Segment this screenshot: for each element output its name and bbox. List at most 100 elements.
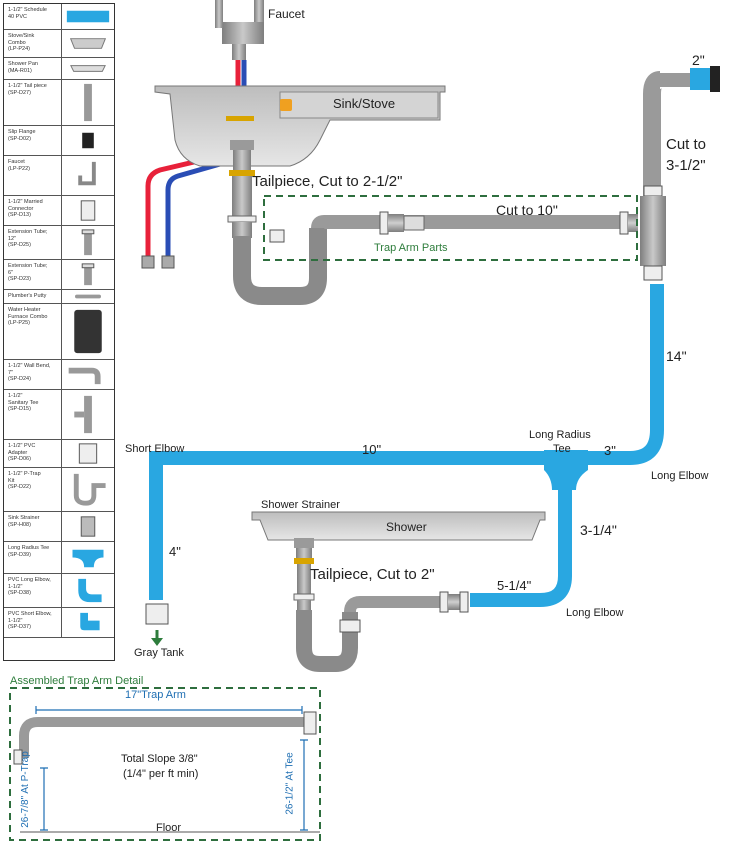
shower-label: Shower	[386, 520, 427, 534]
legend-divider	[61, 260, 62, 289]
legend-divider	[61, 156, 62, 195]
assembled-detail-box	[9, 687, 321, 841]
stove-sink-icon	[69, 38, 107, 49]
tailpiece-top	[227, 140, 257, 238]
legend-divider	[61, 468, 62, 511]
faucet-icon	[78, 161, 96, 186]
p-trap-icon	[73, 473, 106, 506]
legend-row: Extension Tube; 6" (SP-D23)	[4, 260, 114, 290]
legend-label: Sink Strainer (SP-H08)	[8, 515, 40, 528]
legend-label: Water Heater Furnace Combo (LP-P25)	[8, 307, 48, 326]
legend-divider	[61, 304, 62, 359]
shower-pan-icon	[70, 65, 106, 72]
at-tee-label: 26-1/2" At Tee	[284, 752, 296, 815]
trap-arm-17-label: 17"Trap Arm	[125, 689, 186, 701]
legend-row: Long Radius Tee (SP-D39)	[4, 542, 114, 574]
short-elbow-icon	[80, 612, 100, 631]
tailpiece-top-label: Tailpiece, Cut to 2-1/2"	[252, 173, 403, 190]
legend-label: PVC Long Elbow, 1-1/2" (SP-D38)	[8, 577, 51, 596]
legend-row: Sink Strainer (SP-H08)	[4, 512, 114, 542]
long-radius-tee	[544, 450, 588, 490]
tailpiece-bottom	[293, 538, 315, 612]
legend-divider	[61, 58, 62, 79]
legend-row: 1-1/2" P-Trap Kit (SP-D22)	[4, 468, 114, 512]
assembled-title: Assembled Trap Arm Detail	[10, 675, 144, 687]
legend-row: Shower Pan (MA-R01)	[4, 58, 114, 80]
tailpiece-icon	[84, 83, 92, 122]
legend-row: PVC Short Elbow, 1-1/2" (SP-D37)	[4, 608, 114, 638]
floor-label: Floor	[156, 822, 182, 834]
long-radius-label: Long Radius	[529, 429, 591, 441]
legend-label: 1-1/2" PVC Adapter (SP-D06)	[8, 443, 36, 462]
faucet-label: Faucet	[268, 7, 305, 21]
sink-stove	[154, 85, 446, 167]
legend-divider	[61, 512, 62, 541]
legend-label: Shower Pan (MA-R01)	[8, 61, 38, 74]
legend-label: 1-1/2" Tail piece (SP-D27)	[8, 83, 47, 96]
three-quarter-label: 3-1/4"	[580, 522, 617, 538]
long-elbow-icon	[78, 578, 102, 603]
tailpiece-bottom-label: Tailpiece, Cut to 2"	[310, 566, 435, 583]
legend-label: 1-1/2" Sanitary Tee (SP-D15)	[8, 393, 39, 412]
legend-row: 1-1/2" Sanitary Tee (SP-D15)	[4, 390, 114, 440]
five-quarter-label: 5-1/4"	[497, 578, 532, 593]
sanitary-tee-icon	[74, 395, 92, 434]
legend-divider	[61, 360, 62, 389]
sink-strainer-icon	[80, 516, 96, 537]
legend-label: Faucet (LP-P22)	[8, 159, 31, 172]
legend-row: 1-1/2" Married Connector (SP-D13)	[4, 196, 114, 226]
gray-tank-label: Gray Tank	[134, 647, 184, 659]
trap-arm-fittings	[269, 211, 638, 243]
legend-label: Stove/Sink Combo (LP-P24)	[8, 33, 35, 52]
cut-to-label: Cut to	[666, 136, 707, 153]
slope-label: Total Slope 3/8"	[121, 753, 198, 765]
legend-row: 1-1/2" Schedule 40 PVC	[4, 4, 114, 30]
trap-arm-parts-box	[263, 195, 638, 261]
slip-flange-icon	[82, 132, 94, 149]
long-radius-tee-icon	[72, 549, 104, 568]
legend-divider	[61, 196, 62, 225]
legend-row: Slip Flange (SP-D02)	[4, 126, 114, 156]
trap-arm-parts-label: Trap Arm Parts	[374, 242, 448, 254]
legend-label: Slip Flange (SP-D02)	[8, 129, 36, 142]
legend-row: Extension Tube; 12" (SP-D25)	[4, 226, 114, 260]
legend-row: Water Heater Furnace Combo (LP-P25)	[4, 304, 114, 360]
vent-pipe	[640, 66, 720, 281]
short-elbow-label: Short Elbow	[125, 443, 185, 455]
legend-divider	[61, 126, 62, 155]
three-half-label: 3-1/2"	[666, 157, 706, 174]
legend-divider	[61, 390, 62, 439]
pvc-pipe-icon	[66, 10, 110, 23]
legend-divider	[61, 4, 62, 29]
long-elbow-top-label: Long Elbow	[651, 470, 709, 482]
slope-min-label: (1/4" per ft min)	[123, 768, 199, 780]
legend-label: Extension Tube; 12" (SP-D25)	[8, 229, 48, 248]
legend-row: 1-1/2" PVC Adapter (SP-D06)	[4, 440, 114, 468]
cut-to-10-label: Cut to 10"	[496, 202, 558, 218]
shower-pan	[251, 511, 546, 541]
ten-label: 10"	[362, 442, 382, 457]
sink-stove-label: Sink/Stove	[333, 96, 396, 111]
legend-label: 1-1/2" P-Trap Kit (SP-D22)	[8, 471, 41, 490]
legend-divider	[61, 574, 62, 607]
two-inch-label: 2"	[692, 52, 705, 68]
legend-label: 1-1/2" Married Connector (SP-D13)	[8, 199, 43, 218]
legend-label: 1-1/2" Wall Bend, 7" (SP-D24)	[8, 363, 51, 382]
parts-legend: 1-1/2" Schedule 40 PVC Stove/Sink Combo (…	[3, 3, 115, 661]
fourteen-label: 14"	[666, 348, 687, 364]
legend-divider	[61, 290, 62, 303]
legend-divider	[61, 80, 62, 125]
tee-label: Tee	[553, 443, 571, 455]
legend-divider	[61, 542, 62, 573]
wall-bend-icon	[68, 367, 101, 385]
pvc-adapter-icon	[78, 443, 98, 464]
three-label: 3"	[604, 443, 616, 458]
extension-tube-12-icon	[81, 229, 95, 256]
legend-divider	[61, 30, 62, 57]
gray-tank-outlet	[145, 603, 169, 646]
legend-divider	[61, 440, 62, 467]
legend-row: Stove/Sink Combo (LP-P24)	[4, 30, 114, 58]
plumbers-putty-icon	[75, 294, 101, 299]
faucet	[215, 0, 264, 60]
